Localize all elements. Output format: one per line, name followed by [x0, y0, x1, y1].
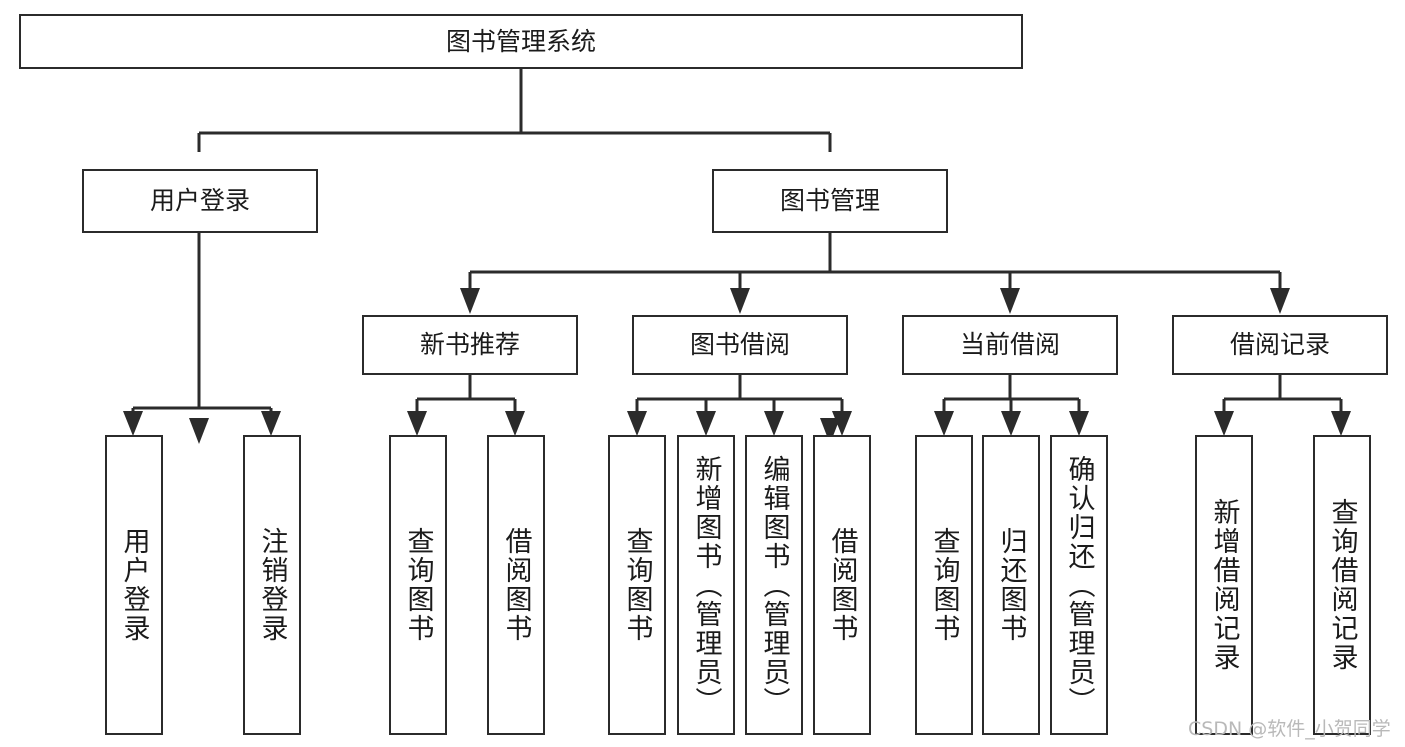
watermark-text: CSDN @软件_小贺同学 [1188, 718, 1391, 740]
node-label: 查询借阅记录 [1326, 498, 1358, 672]
node-label: 新书推荐 [419, 330, 520, 360]
node-book-borrow[interactable]: 图书借阅 [632, 315, 848, 375]
node-borrow-record[interactable]: 借阅记录 [1172, 315, 1388, 375]
node-label: 查询图书 [621, 527, 653, 643]
node-label: 图书管理 [779, 186, 880, 216]
leaf-borrow-add-book-admin[interactable]: 新增图书（管理员） [677, 435, 735, 735]
node-current-borrow[interactable]: 当前借阅 [902, 315, 1118, 375]
leaf-user-login-logout[interactable]: 注销登录 [243, 435, 301, 735]
node-label: 图书借阅 [689, 330, 790, 360]
node-label: 用户登录 [149, 186, 250, 216]
leaf-new-book-query-book[interactable]: 查询图书 [389, 435, 447, 735]
node-label: 借阅图书 [500, 527, 532, 643]
leaf-borrow-query-book[interactable]: 查询图书 [608, 435, 666, 735]
node-label: 确认归还（管理员） [1063, 454, 1095, 716]
node-new-book-recommend[interactable]: 新书推荐 [362, 315, 578, 375]
node-label: 查询图书 [402, 527, 434, 643]
node-label: 注销登录 [256, 527, 288, 643]
node-label: 新增图书（管理员） [690, 454, 722, 716]
node-label: 图书管理系统 [445, 26, 596, 56]
leaf-current-query-book[interactable]: 查询图书 [915, 435, 973, 735]
node-book-management[interactable]: 图书管理 [712, 169, 948, 233]
node-label: 借阅记录 [1229, 330, 1330, 360]
node-label: 借阅图书 [826, 527, 858, 643]
leaf-record-add-borrow-record[interactable]: 新增借阅记录 [1195, 435, 1253, 735]
leaf-borrow-borrow-book[interactable]: 借阅图书 [813, 435, 871, 735]
leaf-borrow-edit-book-admin[interactable]: 编辑图书（管理员） [745, 435, 803, 735]
node-label: 查询图书 [928, 527, 960, 643]
leaf-current-confirm-return-admin[interactable]: 确认归还（管理员） [1050, 435, 1108, 735]
node-root-book-management-system[interactable]: 图书管理系统 [19, 14, 1023, 69]
leaf-new-book-borrow-book[interactable]: 借阅图书 [487, 435, 545, 735]
leaf-user-login-login[interactable]: 用户登录 [105, 435, 163, 735]
leaf-record-query-borrow-record[interactable]: 查询借阅记录 [1313, 435, 1371, 735]
node-user-login[interactable]: 用户登录 [82, 169, 318, 233]
node-label: 当前借阅 [959, 330, 1060, 360]
leaf-current-return-book[interactable]: 归还图书 [982, 435, 1040, 735]
node-label: 新增借阅记录 [1208, 498, 1240, 672]
node-label: 用户登录 [118, 527, 150, 643]
node-label: 编辑图书（管理员） [758, 454, 790, 716]
node-label: 归还图书 [995, 527, 1027, 643]
